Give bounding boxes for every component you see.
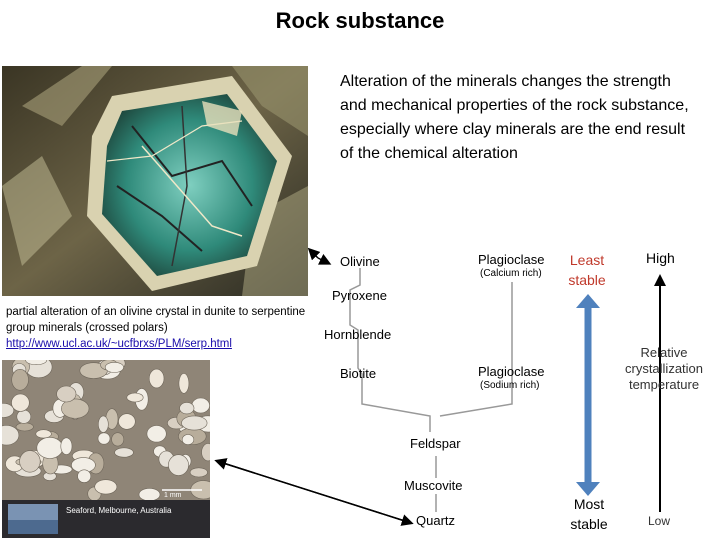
olivine-thin-section-photo — [2, 66, 308, 296]
temperature-arrow-head — [654, 274, 666, 286]
least-stable-label: Least stable — [568, 252, 606, 288]
quartz-pointer-arrow-reverse — [214, 458, 409, 523]
mineral-muscovite: Muscovite — [404, 478, 463, 493]
sand-grain — [181, 434, 195, 445]
mineral-quartz: Quartz — [416, 513, 455, 528]
mineral-biotite: Biotite — [340, 366, 376, 381]
photo-caption: partial alteration of an olivine crystal… — [6, 304, 306, 352]
sand-grain — [98, 415, 109, 433]
sand-grain — [201, 443, 210, 462]
sand-grain — [181, 415, 208, 431]
sand-grain — [60, 437, 73, 455]
sand-grain — [111, 432, 125, 447]
mineral-plagioclase-calcium-sub: (Calcium rich) — [480, 268, 542, 279]
sand-grain — [35, 429, 52, 439]
olivine-pointer-arrow-head — [317, 253, 332, 265]
most-stable-label: Most stable — [570, 496, 608, 532]
sand-grain — [2, 403, 15, 418]
stability-arrow-bottom-head — [576, 482, 600, 496]
sand-grains-photo — [2, 360, 210, 538]
sand-grain — [114, 447, 134, 458]
slide-title: Rock substance — [275, 8, 445, 33]
mineral-plagioclase-sodium: Plagioclase — [478, 364, 545, 379]
sand-grain — [25, 360, 48, 365]
sand-grain — [94, 479, 118, 495]
sand-photo-caption: Seaford, Melbourne, Australia — [66, 506, 172, 515]
sand-grain — [178, 373, 190, 394]
temperature-high-label: High — [646, 250, 675, 266]
mineral-plagioclase-calcium: Plagioclase — [478, 252, 545, 267]
temperature-axis-label: Relative crystallization temperature — [624, 345, 704, 392]
photo-caption-text: partial alteration of an olivine crystal… — [6, 306, 306, 334]
mineral-olivine: Olivine — [340, 254, 380, 269]
sand-grain — [179, 402, 195, 415]
sand-grain — [97, 432, 111, 445]
mineral-feldspar: Feldspar — [410, 436, 461, 451]
sand-grain — [19, 450, 41, 473]
stability-arrow-top-head — [576, 294, 600, 308]
scale-bar-label: 1 mm — [164, 492, 182, 499]
sand-grain — [56, 385, 77, 403]
sand-grain — [126, 392, 144, 403]
sand-grain — [146, 425, 167, 443]
sand-grain — [11, 368, 29, 391]
sand-grain — [118, 413, 136, 430]
sand-grain — [77, 469, 92, 483]
sand-grain — [61, 398, 90, 419]
sand-grain — [104, 362, 124, 373]
sand-grain — [189, 467, 208, 478]
continuous-branch-line — [439, 282, 513, 417]
mineral-pyroxene: Pyroxene — [332, 288, 387, 303]
mineral-hornblende: Hornblende — [324, 327, 391, 342]
source-link[interactable]: http://www.ucl.ac.uk/~ucfbrxs/PLM/serp.h… — [6, 338, 232, 350]
discontinuous-branch-line — [349, 268, 431, 432]
sand-grain — [2, 425, 20, 446]
olivine-pointer-arrow — [307, 247, 321, 261]
sand-grain — [168, 454, 189, 476]
description-text: Alteration of the minerals changes the s… — [340, 73, 689, 162]
sand-grain — [11, 393, 30, 412]
temperature-low-label: Low — [648, 514, 671, 528]
sand-grain — [148, 368, 165, 389]
mineral-plagioclase-sodium-sub: (Sodium rich) — [480, 380, 539, 391]
